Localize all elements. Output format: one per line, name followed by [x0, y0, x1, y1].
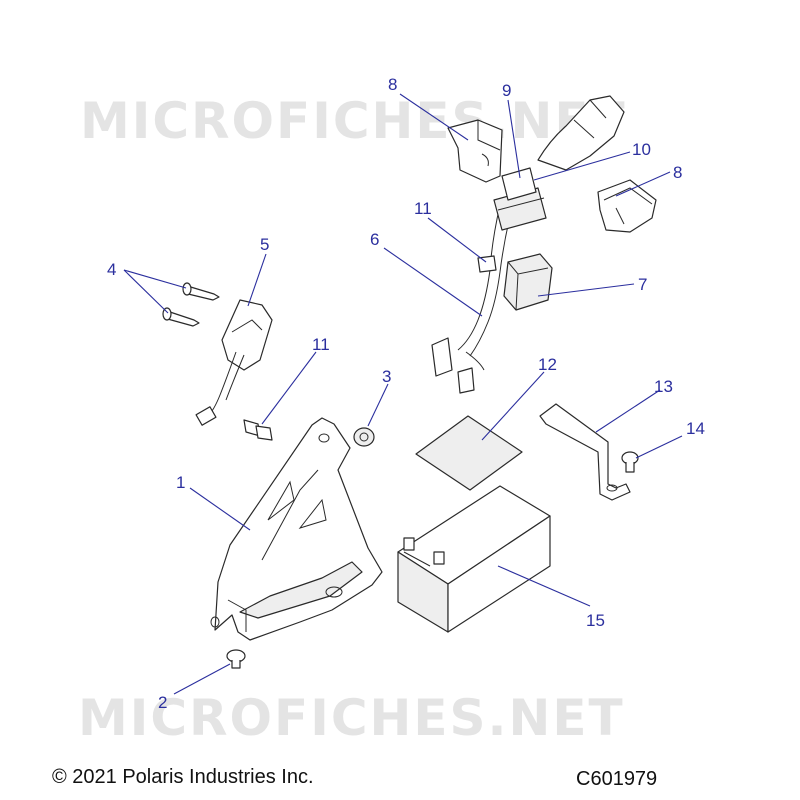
callout-2: 2 — [158, 693, 167, 712]
module-part-7 — [503, 253, 553, 311]
push-rivets-part-4 — [162, 282, 220, 327]
drawing-number: C601979 — [576, 768, 658, 790]
callout-labels: 1 2 3 4 5 6 7 8 8 9 10 11 11 12 13 14 15 — [107, 75, 705, 712]
callout-1: 1 — [176, 473, 185, 492]
callout-5: 5 — [260, 235, 269, 254]
pad-part-12 — [415, 415, 523, 491]
callout-7: 7 — [638, 275, 647, 294]
callout-15: 15 — [586, 611, 605, 630]
callout-14: 14 — [686, 419, 705, 438]
callout-12: 12 — [538, 355, 557, 374]
watermark-bottom: MICROFICHES.NET — [78, 689, 625, 747]
callout-10: 10 — [632, 140, 651, 159]
callout-11-lower: 11 — [312, 335, 330, 354]
callout-8-right: 8 — [673, 163, 682, 182]
callout-4: 4 — [107, 260, 116, 279]
connector-part-9-10 — [493, 95, 625, 231]
harness-assembly — [431, 204, 513, 394]
battery-part-15 — [397, 485, 551, 633]
callout-6: 6 — [370, 230, 379, 249]
watermark-top: MICROFICHES.NET — [80, 92, 627, 150]
copyright-text: © 2021 Polaris Industries Inc. — [52, 766, 314, 788]
bolt-part-11-lower — [243, 419, 273, 441]
callout-9: 9 — [502, 81, 511, 100]
leader-lines — [123, 93, 683, 695]
strap-part-13 — [539, 403, 631, 501]
grommet-part-3 — [353, 427, 375, 447]
screw-part-14 — [621, 451, 639, 473]
bracket-clip-part-8-right — [597, 179, 657, 233]
callout-8-left: 8 — [388, 75, 397, 94]
bracket-clip-part-8-left — [447, 119, 503, 183]
callout-13: 13 — [654, 377, 673, 396]
battery-bracket-part — [210, 417, 383, 641]
callout-11-upper: 11 — [414, 199, 432, 218]
callout-3: 3 — [382, 367, 391, 386]
screw-part-2 — [226, 649, 246, 669]
sensor-part-5 — [195, 299, 273, 426]
